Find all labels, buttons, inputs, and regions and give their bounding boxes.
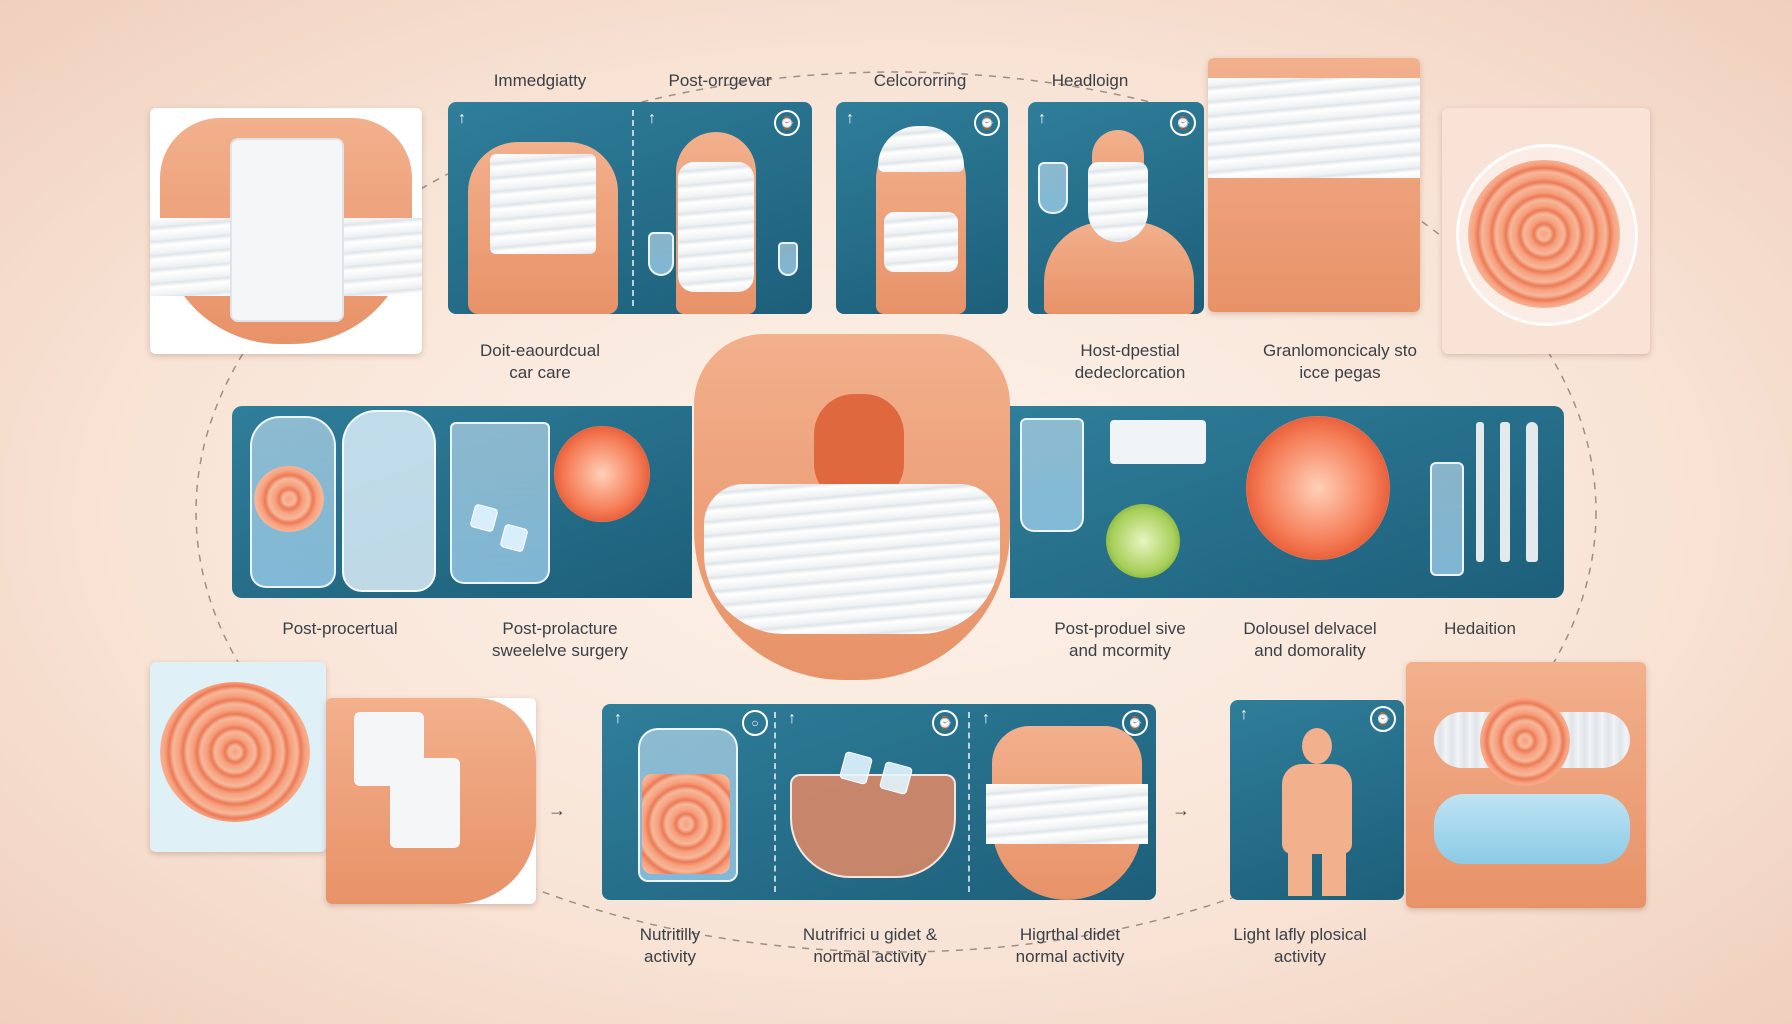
image-dressing-abdomen [326, 698, 536, 904]
arrow-right-icon: → [548, 800, 566, 820]
image-swirl-jar [1442, 108, 1650, 354]
clock-icon: ○ [742, 710, 768, 736]
arrow-up-icon: ↑ [648, 110, 656, 127]
step-label-healing: Headloign [1051, 71, 1129, 90]
step-label-immediately: Immedgiatty [493, 71, 587, 90]
step-label-monitoring: Celcororring [873, 71, 967, 90]
image-bandaged-abdomen [150, 108, 422, 354]
arrow-up-icon: ↑ [788, 710, 796, 727]
clock-icon: ⌚ [1170, 110, 1196, 136]
clock-icon: ⌚ [974, 110, 1000, 136]
band-supplies-right [1010, 406, 1564, 598]
panel-diet-activity: ↑ ○ ↑ ⌚ ↑ ⌚ [602, 704, 1156, 900]
band-supplies-left [232, 406, 692, 598]
panel-head-bandage: ↑ ⌚ [836, 102, 1008, 314]
clock-icon: ⌚ [1370, 706, 1396, 732]
arrow-up-icon: ↑ [982, 710, 990, 727]
label-post-procedural: Post-procertual [282, 619, 398, 638]
panel-body-figure: ↑ ⌚ [1230, 700, 1404, 900]
clock-icon: ⌚ [774, 110, 800, 136]
arrow-up-icon: ↑ [614, 710, 622, 727]
label-hydration: Hedaition [1444, 619, 1516, 638]
image-swirl-plate [150, 662, 326, 852]
clock-icon: ⌚ [1122, 710, 1148, 736]
panel-face-bandage: ↑ ⌚ [1028, 102, 1204, 314]
arrow-up-icon: ↑ [846, 110, 854, 127]
panel-torso-hand: ↑ ↑ ⌚ [448, 102, 812, 314]
image-rolled-towels [1406, 662, 1646, 908]
clock-icon: ⌚ [932, 710, 958, 736]
arrow-up-icon: ↑ [1240, 706, 1248, 723]
arrow-right-icon: → [1172, 800, 1190, 820]
label-nutrition-normal-activity: Nutrifrici u gidet &nortmal activity [802, 925, 938, 966]
image-wrapped-waist [1208, 58, 1420, 312]
arrow-up-icon: ↑ [1038, 110, 1046, 127]
arrow-up-icon: ↑ [458, 110, 466, 127]
step-label-post-op: Post-orrgevar [668, 71, 772, 90]
image-center-torso [684, 334, 1020, 680]
